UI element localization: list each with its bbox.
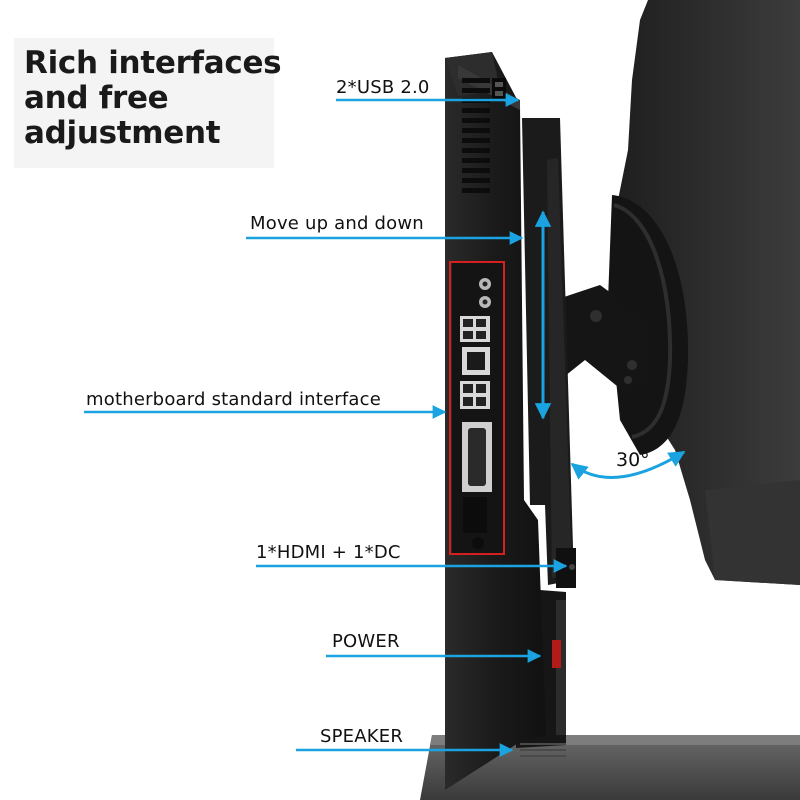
io-highlight-box [449,261,505,555]
power-button [552,640,561,668]
tilt-angle-label: 30° [616,449,650,471]
headline-line-2: and free [24,80,169,116]
callout-hdmi-dc: 1*HDMI + 1*DC [256,542,401,563]
headline: Rich interfaces and free adjustment [24,46,284,151]
callout-power: POWER [332,631,400,652]
tilt-arc-arrow [570,450,686,480]
vesa-arm [555,285,650,395]
headline-line-3: adjustment [24,115,221,151]
dc-port [472,537,484,549]
headline-panel [14,38,274,168]
callout-speaker: SPEAKER [320,726,404,747]
speaker-grill [520,743,566,757]
io-panel [449,261,505,555]
hdmi-port [463,497,487,533]
monitor-back-shell [608,0,800,585]
callout-motherboard: motherboard standard interface [86,389,382,410]
callout-move: Move up and down [250,213,424,234]
headline-line-1: Rich interfaces [24,45,282,81]
callout-usb: 2*USB 2.0 [336,77,430,98]
usb-port-pair [492,78,506,100]
